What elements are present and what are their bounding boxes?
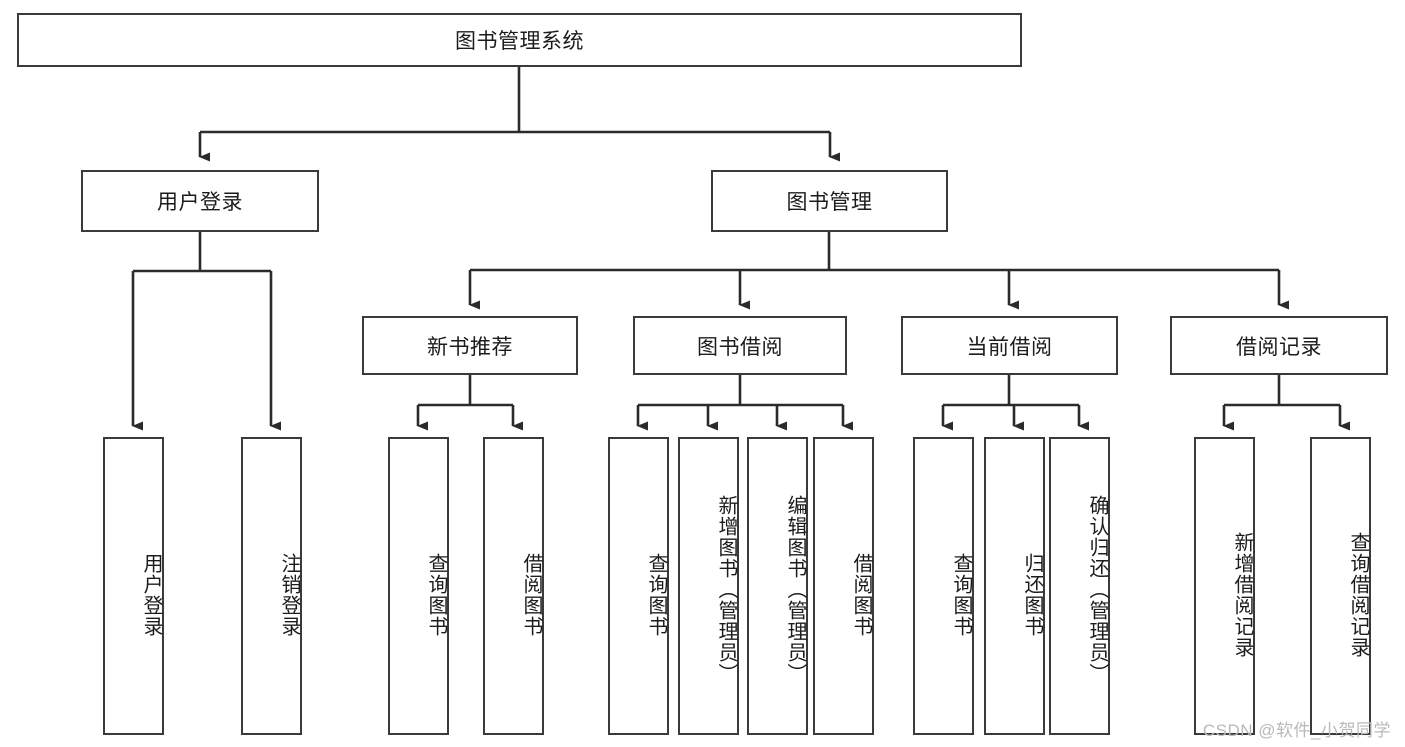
node-leaf-query-book-2-label: 查询图书 xyxy=(645,553,667,637)
node-root-label: 图书管理系统 xyxy=(455,30,584,53)
node-new-book-rec[interactable]: 新书推荐 xyxy=(362,316,578,375)
node-leaf-edit-book[interactable]: 编辑图书（管理员） xyxy=(747,437,808,735)
node-leaf-borrow-book-2[interactable]: 借阅图书 xyxy=(813,437,874,735)
node-leaf-query-book-1-label: 查询图书 xyxy=(425,553,447,637)
node-book-manage-label: 图书管理 xyxy=(786,191,873,214)
node-leaf-query-book-3-label: 查询图书 xyxy=(950,553,972,637)
node-leaf-return-book-label: 归还图书 xyxy=(1021,553,1043,637)
node-leaf-query-book-3[interactable]: 查询图书 xyxy=(913,437,974,735)
node-book-manage[interactable]: 图书管理 xyxy=(711,170,948,232)
node-leaf-confirm-return[interactable]: 确认归还（管理员） xyxy=(1049,437,1110,735)
node-leaf-user-logout-label: 注销登录 xyxy=(278,553,300,637)
node-leaf-user-logout[interactable]: 注销登录 xyxy=(241,437,302,735)
node-book-borrow[interactable]: 图书借阅 xyxy=(633,316,847,375)
node-leaf-edit-book-label: 编辑图书（管理员） xyxy=(784,494,806,684)
node-borrow-record-label: 借阅记录 xyxy=(1236,335,1322,359)
node-leaf-borrow-book-2-label: 借阅图书 xyxy=(850,553,872,637)
node-leaf-query-book-1[interactable]: 查询图书 xyxy=(388,437,449,735)
node-leaf-query-record-label: 查询借阅记录 xyxy=(1347,532,1369,658)
node-leaf-query-record[interactable]: 查询借阅记录 xyxy=(1310,437,1371,735)
node-leaf-borrow-book-1[interactable]: 借阅图书 xyxy=(483,437,544,735)
node-leaf-add-record[interactable]: 新增借阅记录 xyxy=(1194,437,1255,735)
csdn-watermark: CSDN @软件_小贺同学 xyxy=(1202,721,1391,740)
node-leaf-user-login-label: 用户登录 xyxy=(140,553,162,637)
node-current-borrow[interactable]: 当前借阅 xyxy=(901,316,1118,375)
node-current-borrow-label: 当前借阅 xyxy=(966,335,1053,359)
node-user-login-label: 用户登录 xyxy=(157,191,243,214)
node-leaf-query-book-2[interactable]: 查询图书 xyxy=(608,437,669,735)
node-borrow-record[interactable]: 借阅记录 xyxy=(1170,316,1388,375)
node-new-book-rec-label: 新书推荐 xyxy=(427,335,513,359)
node-leaf-user-login[interactable]: 用户登录 xyxy=(103,437,164,735)
node-book-borrow-label: 图书借阅 xyxy=(697,335,783,359)
node-leaf-add-book[interactable]: 新增图书（管理员） xyxy=(678,437,739,735)
node-leaf-borrow-book-1-label: 借阅图书 xyxy=(520,553,542,637)
node-leaf-add-record-label: 新增借阅记录 xyxy=(1231,532,1253,658)
node-user-login[interactable]: 用户登录 xyxy=(81,170,319,232)
node-root[interactable]: 图书管理系统 xyxy=(17,13,1022,67)
node-leaf-return-book[interactable]: 归还图书 xyxy=(984,437,1045,735)
node-leaf-confirm-return-label: 确认归还（管理员） xyxy=(1086,494,1108,684)
node-leaf-add-book-label: 新增图书（管理员） xyxy=(715,494,737,684)
